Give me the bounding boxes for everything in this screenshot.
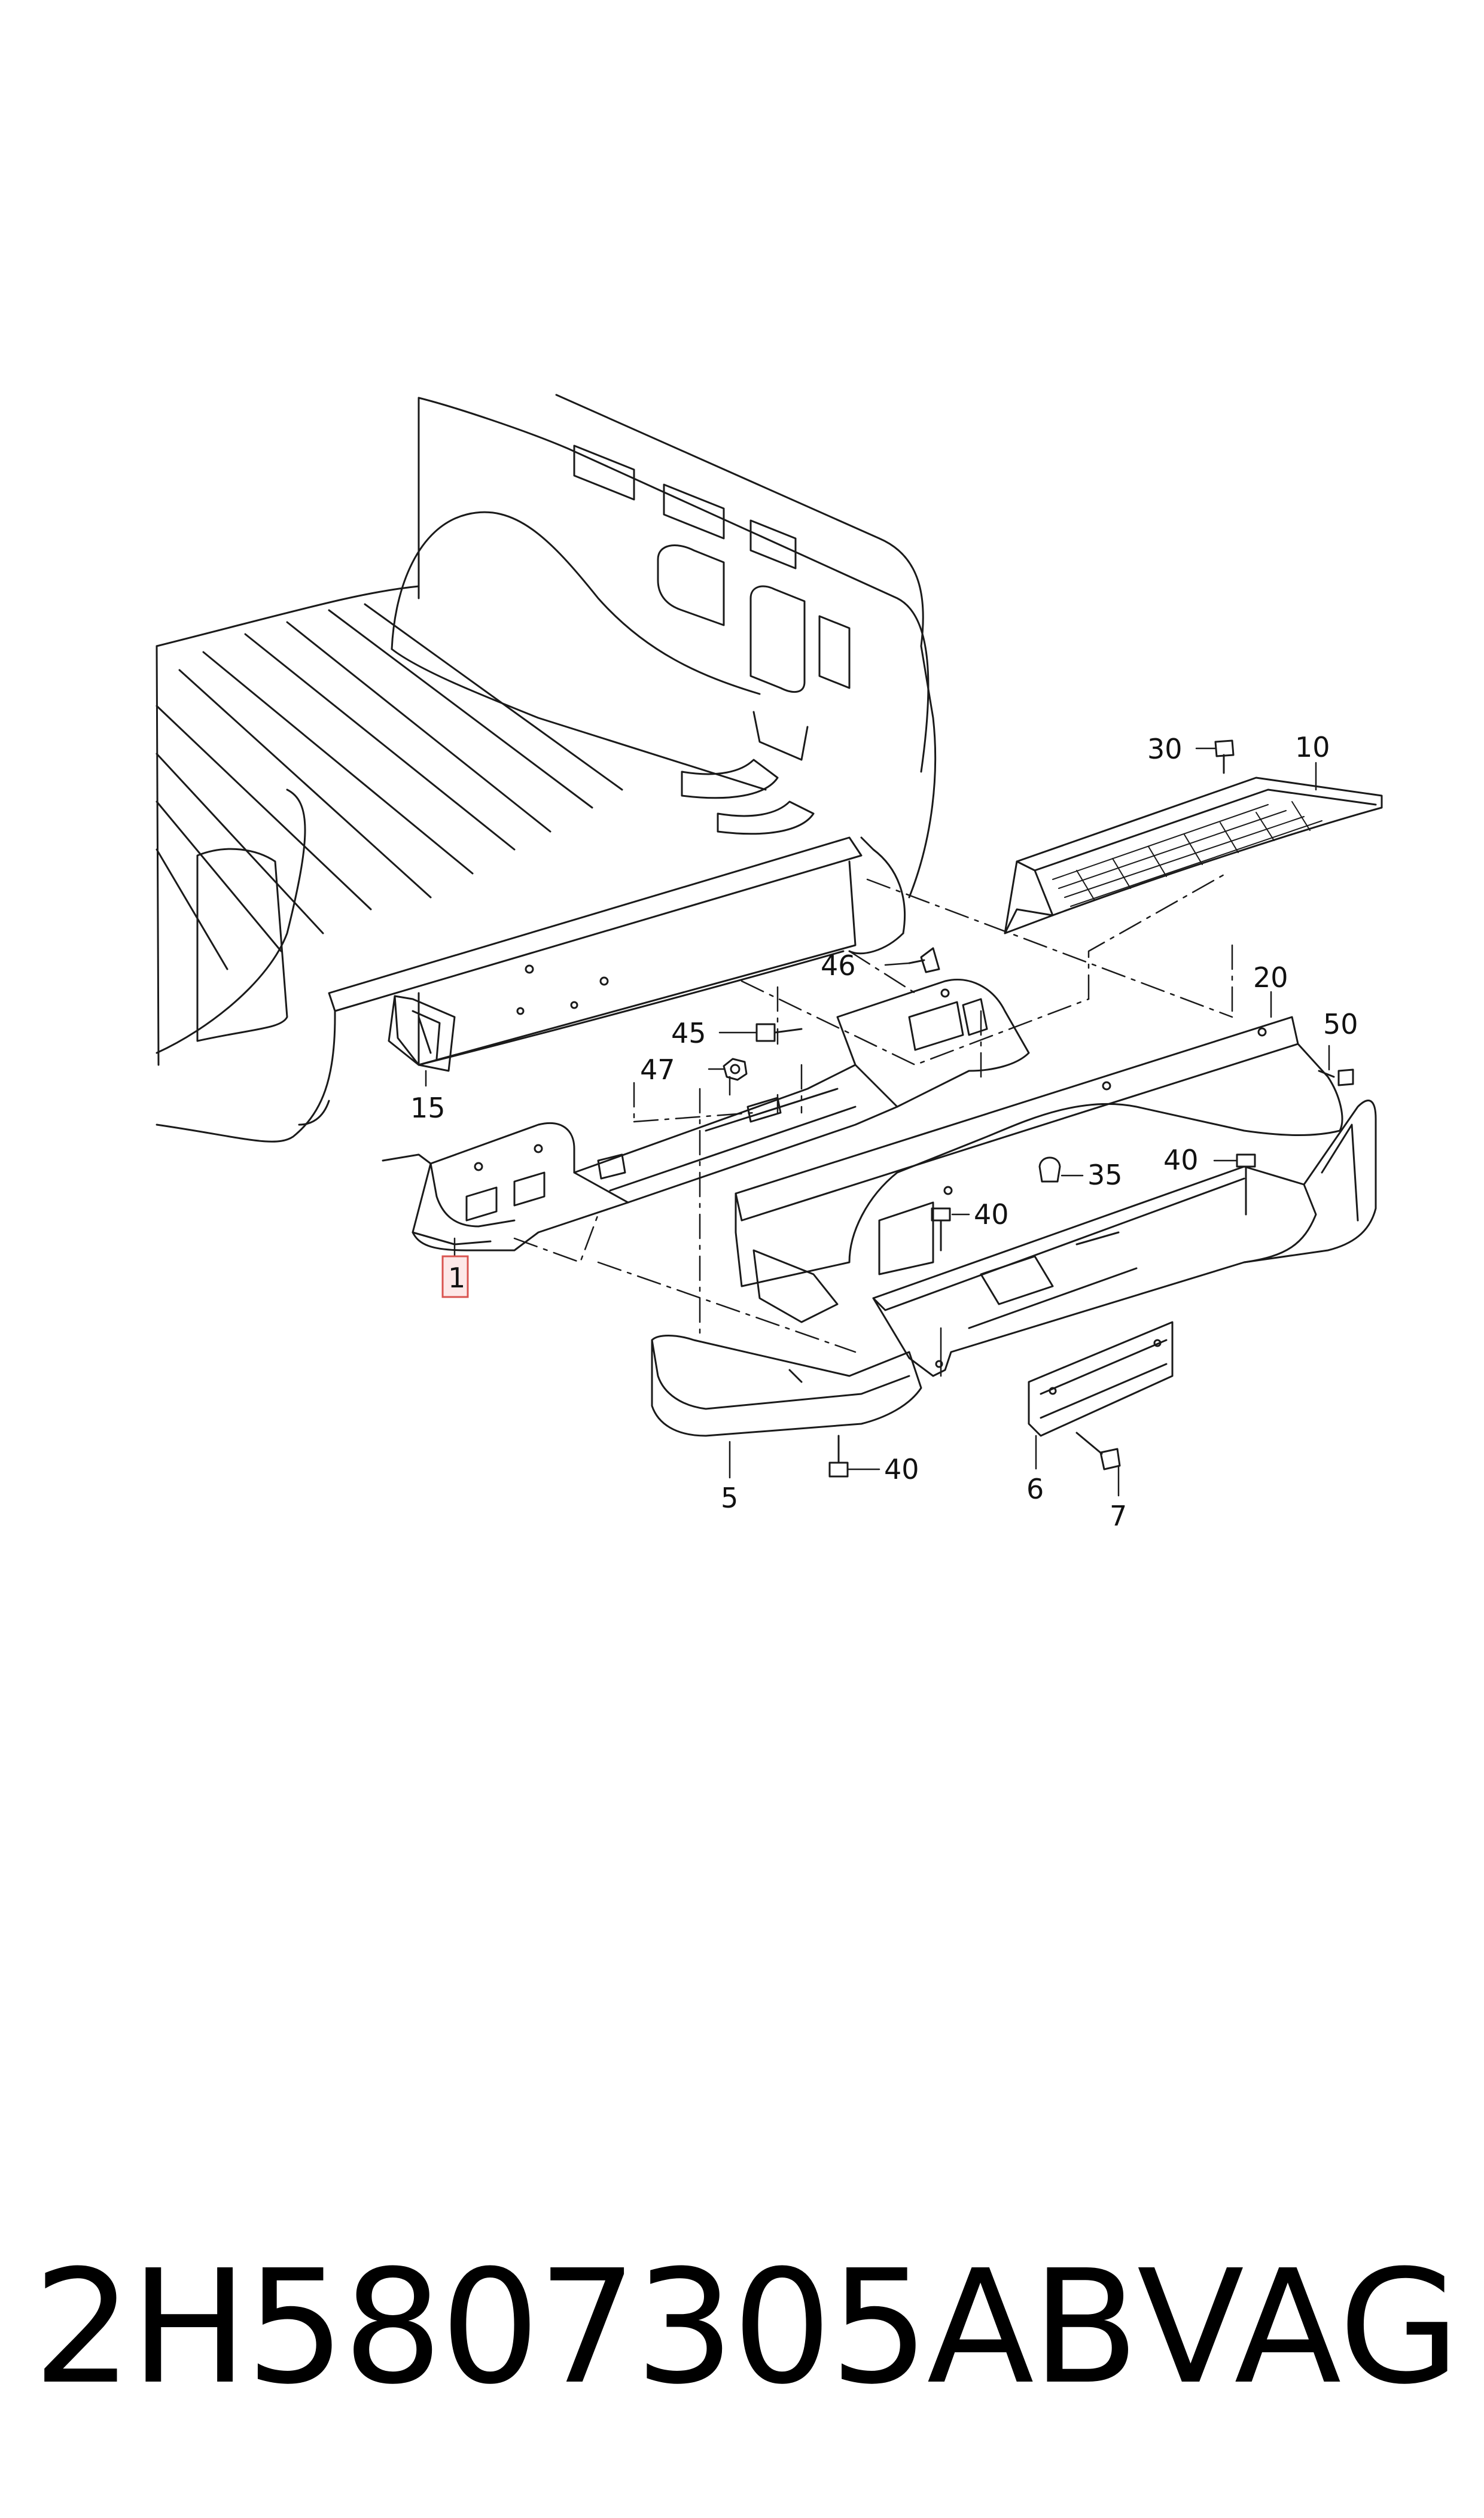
callout-47[interactable]: 47: [640, 1054, 675, 1086]
callout-50[interactable]: 50: [1323, 1008, 1358, 1040]
assembly-lines: [514, 873, 1232, 1352]
callout-46[interactable]: 46: [821, 949, 856, 982]
callout-20[interactable]: 20: [1253, 961, 1288, 994]
bumper-center: [873, 1167, 1316, 1376]
callout-labels: 30 10 46 20 50 45 47 15 1 35 40 40 40 5 …: [410, 731, 1358, 1532]
brand-label: VAG: [1136, 2236, 1460, 2419]
callout-7[interactable]: 7: [1110, 1500, 1127, 1532]
callout-35[interactable]: 35: [1087, 1159, 1123, 1191]
callout-15[interactable]: 15: [410, 1092, 446, 1124]
left-bracket: [389, 996, 455, 1071]
fasteners: [724, 741, 1353, 1476]
step-pad: [1005, 778, 1382, 933]
callout-30[interactable]: 30: [1147, 733, 1183, 765]
callout-40-middle[interactable]: 40: [974, 1198, 1009, 1231]
left-bumper-end: [652, 1336, 921, 1436]
callout-10[interactable]: 10: [1295, 731, 1330, 763]
bumper-upper-cover: [736, 1017, 1342, 1322]
callout-45[interactable]: 45: [671, 1017, 706, 1049]
callout-6[interactable]: 6: [1026, 1473, 1044, 1505]
callout-1-highlight-box: [443, 1256, 468, 1297]
license-plate-bracket: [1029, 1322, 1172, 1436]
callout-40-bottom[interactable]: 40: [884, 1453, 919, 1485]
callout-5[interactable]: 5: [721, 1482, 738, 1514]
leader-lines: [426, 748, 1329, 1496]
exploded-parts-diagram: 30 10 46 20 50 45 47 15 1 35 40 40 40 5 …: [0, 0, 1484, 1532]
part-number: 2H5807305AB: [33, 2236, 1139, 2419]
truck-bed: [157, 395, 936, 1141]
callout-1[interactable]: 1: [448, 1262, 465, 1294]
callout-40-right[interactable]: 40: [1163, 1144, 1199, 1176]
right-bumper-end: [1244, 1101, 1376, 1262]
